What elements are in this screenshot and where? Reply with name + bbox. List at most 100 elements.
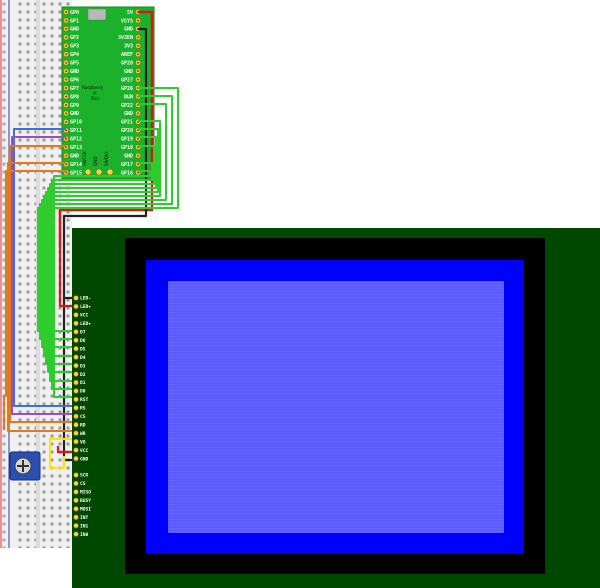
- debug-label: SWDIO: [104, 151, 109, 166]
- pico-pin-label: GP27: [121, 77, 133, 83]
- lcd-pin-label: VCC: [80, 313, 89, 319]
- lcd-pin-label: CS: [80, 414, 86, 420]
- pico-pin-label: GP19: [121, 137, 133, 143]
- pico-pin-label: GP26: [121, 86, 133, 92]
- lcd-pin-label: D2: [80, 372, 86, 378]
- lcd-pin: [73, 337, 79, 343]
- pico-pin-hole: [65, 44, 67, 47]
- pico-pin-label: GND: [124, 69, 133, 75]
- touch-pin-label: MOSI: [80, 507, 91, 513]
- pico-pin-hole: [65, 87, 67, 90]
- pico-pin-hole: [65, 36, 67, 39]
- pico-pin-label: 3V3: [124, 44, 133, 50]
- pico-pin-hole: [137, 78, 139, 81]
- lcd-pin: [73, 438, 79, 445]
- pico-pin-label: GP15: [70, 170, 82, 176]
- touch-pin: [73, 480, 79, 487]
- wire-cs: [11, 136, 72, 415]
- wire-5v: [58, 10, 154, 248]
- pico-pin-label: GP18: [121, 145, 133, 151]
- debug-header: SWCLK GND SWDIO: [82, 151, 114, 176]
- pico-pin-hole: [137, 44, 139, 47]
- usb-connector: [87, 8, 107, 21]
- pico-pin-hole: [65, 120, 67, 123]
- pico-pin-hole: [137, 112, 139, 115]
- pico-pin-label: GP13: [70, 145, 82, 151]
- lcd-pin: [73, 396, 79, 403]
- pico-pin-hole: [137, 53, 139, 56]
- debug-label: SWCLK: [82, 151, 87, 166]
- lcd-pin-label: RS: [80, 406, 86, 412]
- lcd-pin-label: VCC: [80, 448, 89, 454]
- pico-pin-hole: [65, 112, 67, 115]
- pico-pin-hole: [137, 70, 139, 73]
- lcd-pin: [73, 379, 79, 386]
- wire-rs: [13, 128, 72, 407]
- touch-pin-label: CS: [80, 481, 86, 487]
- pico-pin-hole: [65, 137, 67, 140]
- lcd-pin: [73, 447, 79, 453]
- pico-pin-label: GP6: [70, 77, 79, 83]
- wire-vo: [48, 437, 72, 470]
- pico-pin-label: GP2: [70, 35, 79, 41]
- touch-pin-label: IN1: [80, 523, 89, 529]
- pico-pin-label: GP1: [70, 18, 79, 24]
- wires: [3, 10, 179, 470]
- pico-pin-label: GP0: [70, 10, 79, 16]
- touch-pin-label: INT: [80, 515, 89, 521]
- debug-label: GND: [93, 156, 98, 166]
- lcd-pin: [73, 422, 79, 428]
- pico-pin-label: GP11: [70, 128, 82, 134]
- pico-pin-hole: [65, 95, 67, 98]
- lcd-pin-label: D1: [80, 380, 86, 386]
- lcd-pin: [73, 329, 79, 335]
- lcd-pin: [73, 362, 79, 369]
- pico-brand-line3: Pico: [91, 96, 100, 101]
- touch-pin: [73, 506, 79, 512]
- pico-pin-hole: [137, 61, 139, 64]
- lcd-pin: [73, 413, 79, 419]
- lcd-pin-label: LED+: [80, 304, 91, 310]
- pico-pin-label: GP17: [121, 162, 133, 168]
- lcd-pin-label: D0: [80, 389, 86, 395]
- pico-pin-label: AREF: [121, 52, 133, 58]
- lcd-pin-label: RD: [80, 422, 86, 428]
- lcd-pin: [73, 346, 79, 352]
- pico-pin-label: GP8: [70, 94, 79, 100]
- green-data-bus: [37, 87, 179, 398]
- pico-pin-label: GND: [70, 111, 79, 117]
- lcd-pin-label: VO: [80, 439, 86, 445]
- pico-pin-label: GP21: [121, 120, 133, 126]
- pico-pin-hole: [65, 78, 67, 81]
- lcd-pin: [73, 430, 79, 436]
- pico-pin-label: GP16: [121, 170, 133, 176]
- lcd-module: LED-LED+VCCLED+D7D6D5D4D3D2D1D0RSTRSCSRD…: [72, 228, 600, 588]
- pico-pin-hole: [137, 19, 139, 22]
- wire-vcc-2: [56, 446, 72, 454]
- pico-pin-label: GND: [70, 27, 79, 33]
- lcd-pin-label: D5: [80, 346, 86, 352]
- pico-pin-hole: [65, 61, 67, 64]
- pico-pin-label: GND: [70, 69, 79, 75]
- pico-pin-hole: [65, 70, 67, 73]
- debug-pin: [106, 168, 114, 176]
- pico-right-pins: 5VVSYSGND3V3EN3V3AREFGP28GNDGP27GP26RUNG…: [118, 9, 141, 176]
- pico-pin-hole: [65, 154, 67, 157]
- lcd-active-area: [168, 281, 504, 533]
- lcd-pin: [73, 303, 79, 310]
- touch-pin: [73, 472, 79, 478]
- touch-pin: [73, 531, 79, 537]
- touch-pin-label: IN0: [80, 532, 89, 538]
- pico-pin-hole: [65, 19, 67, 22]
- pico-pin-hole: [137, 137, 139, 140]
- pico-pin-label: GP7: [70, 86, 79, 92]
- wire-rst: [53, 170, 151, 398]
- lcd-pin-label: RST: [80, 397, 89, 403]
- pico-pin-hole: [65, 27, 67, 30]
- lcd-pin-label: D3: [80, 363, 86, 369]
- lcd-pin-label: D4: [80, 355, 86, 361]
- pico-pin-hole: [65, 103, 67, 106]
